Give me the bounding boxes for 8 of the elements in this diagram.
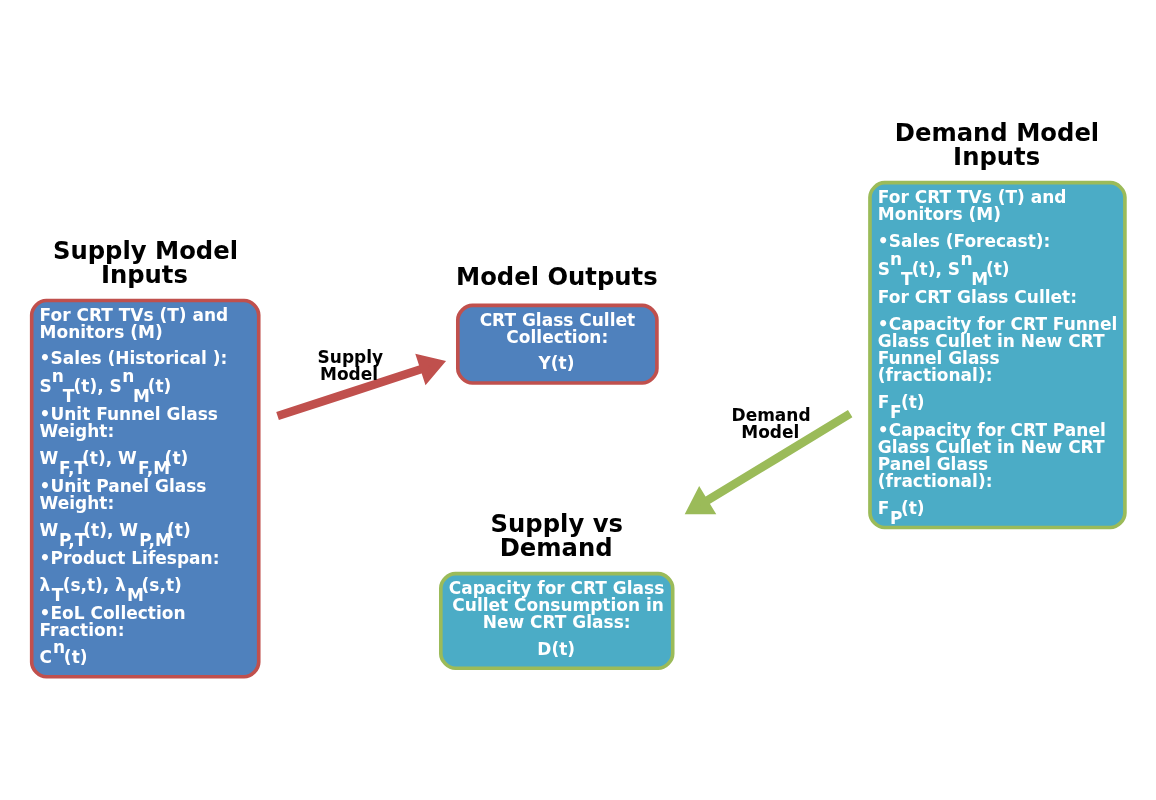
edge-label: Supply Model	[317, 347, 384, 385]
edge-label: Demand Model	[731, 405, 811, 443]
node-label: Supply vs Demand	[490, 508, 623, 562]
node-label: Supply Model Inputs	[52, 235, 238, 289]
node-label: Model Outputs	[455, 262, 658, 292]
node-label: Demand Model Inputs	[894, 117, 1100, 172]
arrow	[684, 410, 853, 515]
arrow	[276, 353, 446, 421]
